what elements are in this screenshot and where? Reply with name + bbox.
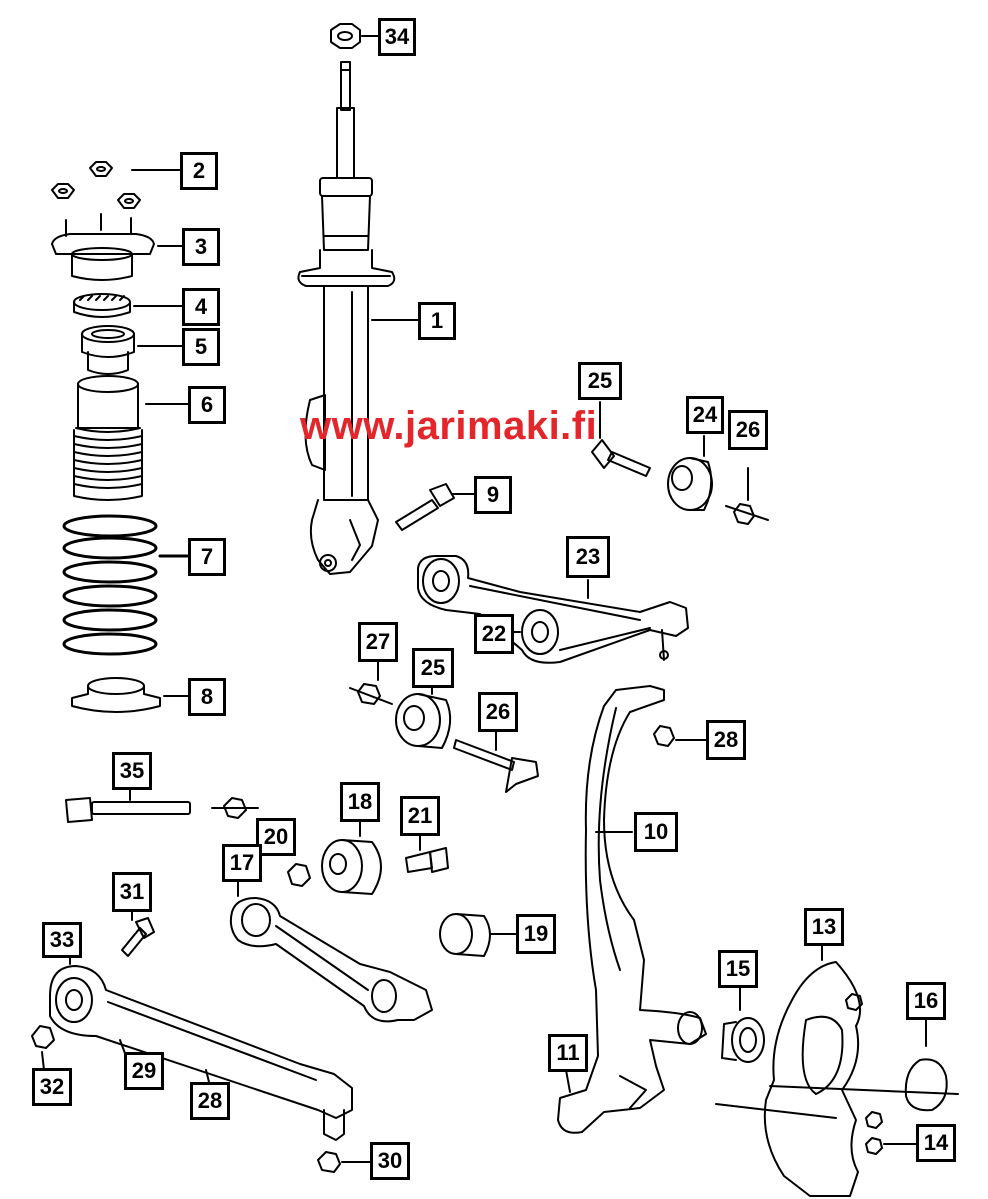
lower-isolator [71,677,189,713]
callout-16: 16 [906,982,946,1020]
upper-control-arm [417,555,689,664]
callout-28: 28 [190,1082,230,1120]
bushing-19 [439,913,517,957]
bolt-31 [121,909,155,957]
dust-boot [73,375,189,501]
callout-32: 32 [32,1068,72,1106]
bolt-21 [405,829,449,873]
callout-7: 7 [188,538,226,576]
callout-30: 30 [370,1142,410,1180]
callout-25-upper: 25 [578,362,622,400]
callout-35: 35 [112,752,152,790]
dust-cap-16 [904,1019,948,1112]
coil-spring [62,514,190,656]
nut-27 [653,725,709,747]
callout-24-lower: 25 [412,648,454,688]
nut-30 [317,1151,371,1173]
bolt-25-upper [591,401,651,477]
callout-22: 22 [474,614,514,654]
callout-1: 1 [418,302,456,340]
callout-17: 17 [222,844,262,882]
upper-mount [51,213,183,281]
callout-34: 34 [378,18,416,56]
nut-32 [31,1025,55,1071]
callout-21: 21 [400,796,440,836]
watermark: www.jarimaki.fi [300,404,598,448]
lower-arm-28 [49,957,353,1141]
bolt-35 [65,785,191,823]
callout-26-upper: 26 [728,410,768,450]
callout-11: 11 [548,1034,588,1072]
callout-19: 19 [516,914,556,954]
callout-14: 14 [916,1124,956,1162]
callout-5: 5 [182,328,220,366]
bearing [73,293,183,318]
bushing-24-upper [667,435,713,511]
bushing-18 [321,813,382,895]
nut-26-lower [349,659,393,705]
callout-23: 23 [566,536,610,578]
callout-33: 33 [42,922,82,958]
callout-26-lower: 27 [358,622,398,662]
callout-2: 2 [180,152,218,190]
callout-10: 10 [634,812,678,852]
steering-knuckle [557,685,707,1134]
callout-8: 8 [188,678,226,716]
bushing-24-lower [395,677,452,749]
callout-27: 28 [706,720,746,760]
callout-13: 13 [804,908,844,946]
splash-shield [715,941,959,1197]
callout-3: 3 [182,228,220,266]
callout-24-upper: 24 [686,396,724,434]
callout-18: 18 [340,782,380,822]
callout-9: 9 [474,476,512,514]
mount-nuts [51,161,181,209]
strut-part [297,23,421,575]
nut-26-upper [725,467,769,525]
tension-strut-17 [229,877,433,1023]
spacer-15 [721,985,765,1063]
callout-4: 4 [182,288,220,326]
spring-isolator [81,325,183,375]
callout-29: 29 [124,1052,164,1090]
callout-31: 31 [112,872,152,912]
callout-15: 15 [718,950,758,988]
callout-20: 20 [256,818,296,856]
bolt-25-lower [453,723,539,793]
callout-25-lower: 26 [478,692,518,732]
callout-6: 6 [188,386,226,424]
bolt-9 [395,483,475,531]
